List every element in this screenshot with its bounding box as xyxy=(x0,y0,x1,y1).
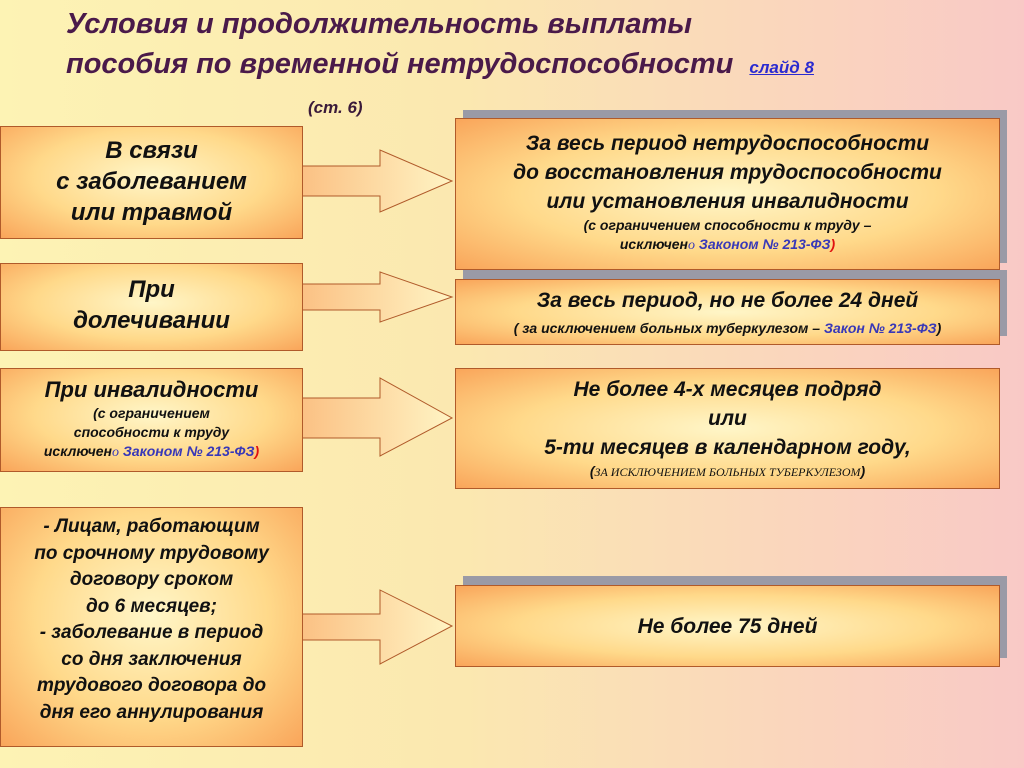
duration-box-illness: За весь период нетрудоспособности до вос… xyxy=(455,118,1000,270)
note-text: ) xyxy=(830,236,836,252)
note-text: исключен xyxy=(43,443,112,459)
slide-title: Условия и продолжительность выплаты посо… xyxy=(66,4,966,88)
title-line-1: Условия и продолжительность выплаты xyxy=(66,8,693,40)
duration-line: Не более 75 дней xyxy=(637,615,818,638)
condition-box-short-contract: - Лицам, работающим по срочному трудовом… xyxy=(0,507,303,747)
condition-note: исключено Законом № 213-ФЗ) xyxy=(1,442,302,462)
duration-box-short-contract: Не более 75 дней xyxy=(455,585,1000,667)
condition-line: При xyxy=(128,276,175,303)
note-text: ) xyxy=(860,463,866,479)
condition-line: со дня заключения xyxy=(61,648,242,670)
arrow-row-3 xyxy=(301,377,454,457)
note-text: ) xyxy=(936,320,942,336)
duration-note: ( за исключением больных туберкулезом – … xyxy=(456,319,999,338)
condition-note: способности к труду xyxy=(73,424,230,440)
duration-note: исключено Законом № 213-ФЗ) xyxy=(456,235,999,255)
title-line-2-text: пособия по временной нетрудоспособности xyxy=(66,48,734,80)
condition-note: (с ограничением xyxy=(93,405,210,421)
note-text: за исключением больных туберкулезом xyxy=(594,465,861,479)
title-line-2: пособия по временной нетрудоспособности с… xyxy=(66,44,966,88)
condition-line: В связи xyxy=(105,137,198,164)
note-text: о xyxy=(111,445,119,460)
note-text: исключен xyxy=(619,236,688,252)
duration-box-aftercare: За весь период, но не более 24 дней ( за… xyxy=(455,279,1000,345)
condition-line: При инвалидности xyxy=(44,377,259,402)
law-reference: Закон № 213-ФЗ xyxy=(823,320,937,336)
duration-line: За весь период, но не более 24 дней xyxy=(536,289,919,312)
duration-line: или xyxy=(708,407,747,430)
slide-link[interactable]: слайд 8 xyxy=(749,58,814,77)
condition-line: договору сроком xyxy=(69,569,234,590)
duration-note: (с ограничением способности к труду – xyxy=(583,217,872,233)
condition-box-aftercare: При долечивании xyxy=(0,263,303,351)
condition-box-illness: В связи с заболеванием или травмой xyxy=(0,126,303,239)
duration-line: За весь период нетрудоспособности xyxy=(525,132,930,155)
condition-line: трудового договора до xyxy=(36,675,267,696)
condition-line: - заболевание в период xyxy=(39,622,264,643)
arrow-row-2 xyxy=(301,271,454,323)
duration-line: до восстановления трудоспособности xyxy=(513,161,942,184)
note-text: о xyxy=(687,238,695,253)
condition-line: - Лицам, работающим xyxy=(43,516,260,537)
condition-line: или травмой xyxy=(70,199,233,226)
law-reference: Законом № 213-ФЗ xyxy=(118,443,255,459)
article-reference: (ст. 6) xyxy=(308,98,363,117)
duration-line: Не более 4-х месяцев подряд xyxy=(573,378,882,401)
condition-line: долечивании xyxy=(73,307,230,334)
duration-box-disability: Не более 4-х месяцев подряд или 5-ти мес… xyxy=(455,368,1000,489)
condition-box-disability: При инвалидности (с ограничением способн… xyxy=(0,368,303,472)
condition-line: до 6 месяцев; xyxy=(85,595,217,617)
note-text: ( за исключением больных туберкулезом – xyxy=(513,320,824,336)
law-reference: Законом № 213-ФЗ xyxy=(694,236,831,252)
condition-line: с заболеванием xyxy=(56,168,247,195)
arrow-row-1 xyxy=(301,149,454,213)
condition-line: дня его аннулирования xyxy=(39,701,264,723)
duration-line: 5-ти месяцев в календарном году, xyxy=(544,436,911,459)
note-text: ) xyxy=(254,443,260,459)
condition-line: по срочному трудовому xyxy=(34,542,269,564)
arrow-row-4 xyxy=(301,589,454,665)
note-text: ( xyxy=(589,463,595,479)
duration-line: или установления инвалидности xyxy=(546,190,909,213)
duration-note: (за исключением больных туберкулезом) xyxy=(456,462,999,481)
